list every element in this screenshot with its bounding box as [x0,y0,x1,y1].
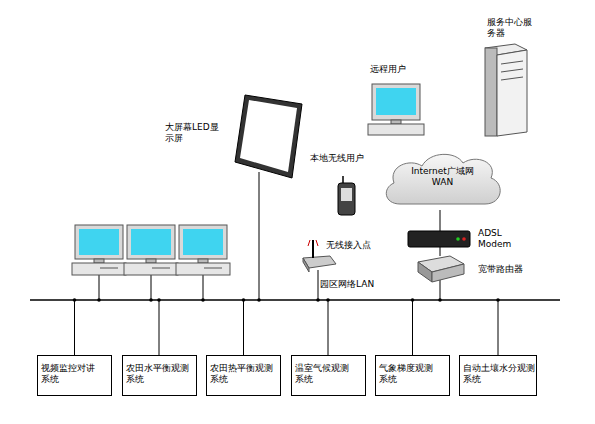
modem-body [408,231,470,247]
pc-drive [100,268,118,269]
led-screen-frame [235,95,302,178]
node-text: 温室气候观测 系统 [295,363,353,385]
monitor-stand [391,120,401,124]
drop-line [498,300,499,355]
node-text: 农田水平衡观测 系统 [126,363,193,385]
device-label: 大屏幕LED显 示屏 [165,122,223,144]
led-pole [259,172,260,300]
network-cloud: Internet广域网 WAN [380,148,505,212]
node-text: 视频监控对讲 系统 [41,363,99,385]
modem-led [462,237,466,241]
bus-joint [257,298,261,302]
drop-line [159,300,160,355]
pc-drive [152,268,170,269]
router-front [432,264,464,282]
modem-line [440,247,441,256]
device-label: 无线接入点 [326,240,386,251]
bus-joint [149,298,153,302]
drop-line [412,300,413,355]
monitor-frame [75,225,123,259]
monitor-stand [94,259,104,263]
bus-joint [157,298,161,302]
monitor-screen [131,229,171,255]
pc-case [124,263,178,275]
monitor-frame [127,225,175,259]
drop-line [243,300,244,355]
drop-line [151,275,152,300]
router-side [418,262,432,282]
system-box: 农田水平衡观测 系统 [122,355,197,396]
bus-joint [242,298,246,302]
device-label: 宽带路由器 [478,264,538,275]
bus-joint [411,298,415,302]
system-box: 自动土壤水分观测 系统 [459,355,537,396]
pc-drive [204,268,222,269]
monitor-stand [198,259,208,263]
monitor-frame [372,84,420,120]
bus-joints [73,298,500,302]
system-box: 视频监控对讲 系统 [37,355,112,396]
device-label: 园区网络LAN [320,279,390,290]
pda-body [338,183,355,215]
pc-case [368,124,424,135]
bus-joint [201,298,205,302]
bus-joint [73,298,77,302]
node-text: Internet广域网 WAN [408,166,478,188]
modem-led [456,237,460,241]
access-point-side [303,258,309,272]
drop-line [328,300,329,355]
server-front [497,50,527,136]
lan-bus [30,299,560,301]
bus-joint [438,298,442,302]
monitor-screen [183,229,223,255]
node-text: 农田热平衡观测 系统 [210,363,277,385]
device-label: 服务中心服 务器 [487,17,537,39]
bus-joint [316,298,320,302]
wan-line [440,210,441,231]
system-box: 温室气候观测 系统 [291,355,366,396]
monitor-screen [376,88,416,115]
led-screen-panel [240,100,297,172]
system-box: 气象梯度观测 系统 [375,355,450,396]
monitor-frame [179,225,227,259]
cloud-shape [386,154,500,204]
monitor-screen [79,229,119,255]
monitor-stand [146,259,156,263]
device-label: ADSL Modem [478,228,518,250]
desktop-pc [72,225,126,275]
desktop-pc [176,225,230,275]
server-bay [501,69,523,72]
pda-screen [341,188,352,201]
device-label: 远程用户 [370,64,430,75]
drop-line [440,280,441,300]
desktop-pc [124,225,178,275]
drop-line [203,275,204,300]
drop-line [74,300,75,355]
signal-mark [316,240,318,246]
access-point-antenna [312,240,314,258]
node-text: 自动土壤水分观测 系统 [463,363,537,385]
bus-joint [97,298,101,302]
drop-line [99,275,100,300]
system-box: 农田热平衡观测 系统 [206,355,281,396]
signal-mark [308,240,310,246]
drop-line [318,270,319,300]
node-text: 气象梯度观测 系统 [379,363,437,385]
server-bay [501,61,523,64]
device-label: 本地无线用户 [310,153,390,164]
bus-joint [496,298,500,302]
server-bay [501,77,523,80]
pda-antenna [342,176,344,183]
bus-joint [326,298,330,302]
pc-case [72,263,126,275]
pc-case [176,263,230,275]
server-side [485,48,497,136]
